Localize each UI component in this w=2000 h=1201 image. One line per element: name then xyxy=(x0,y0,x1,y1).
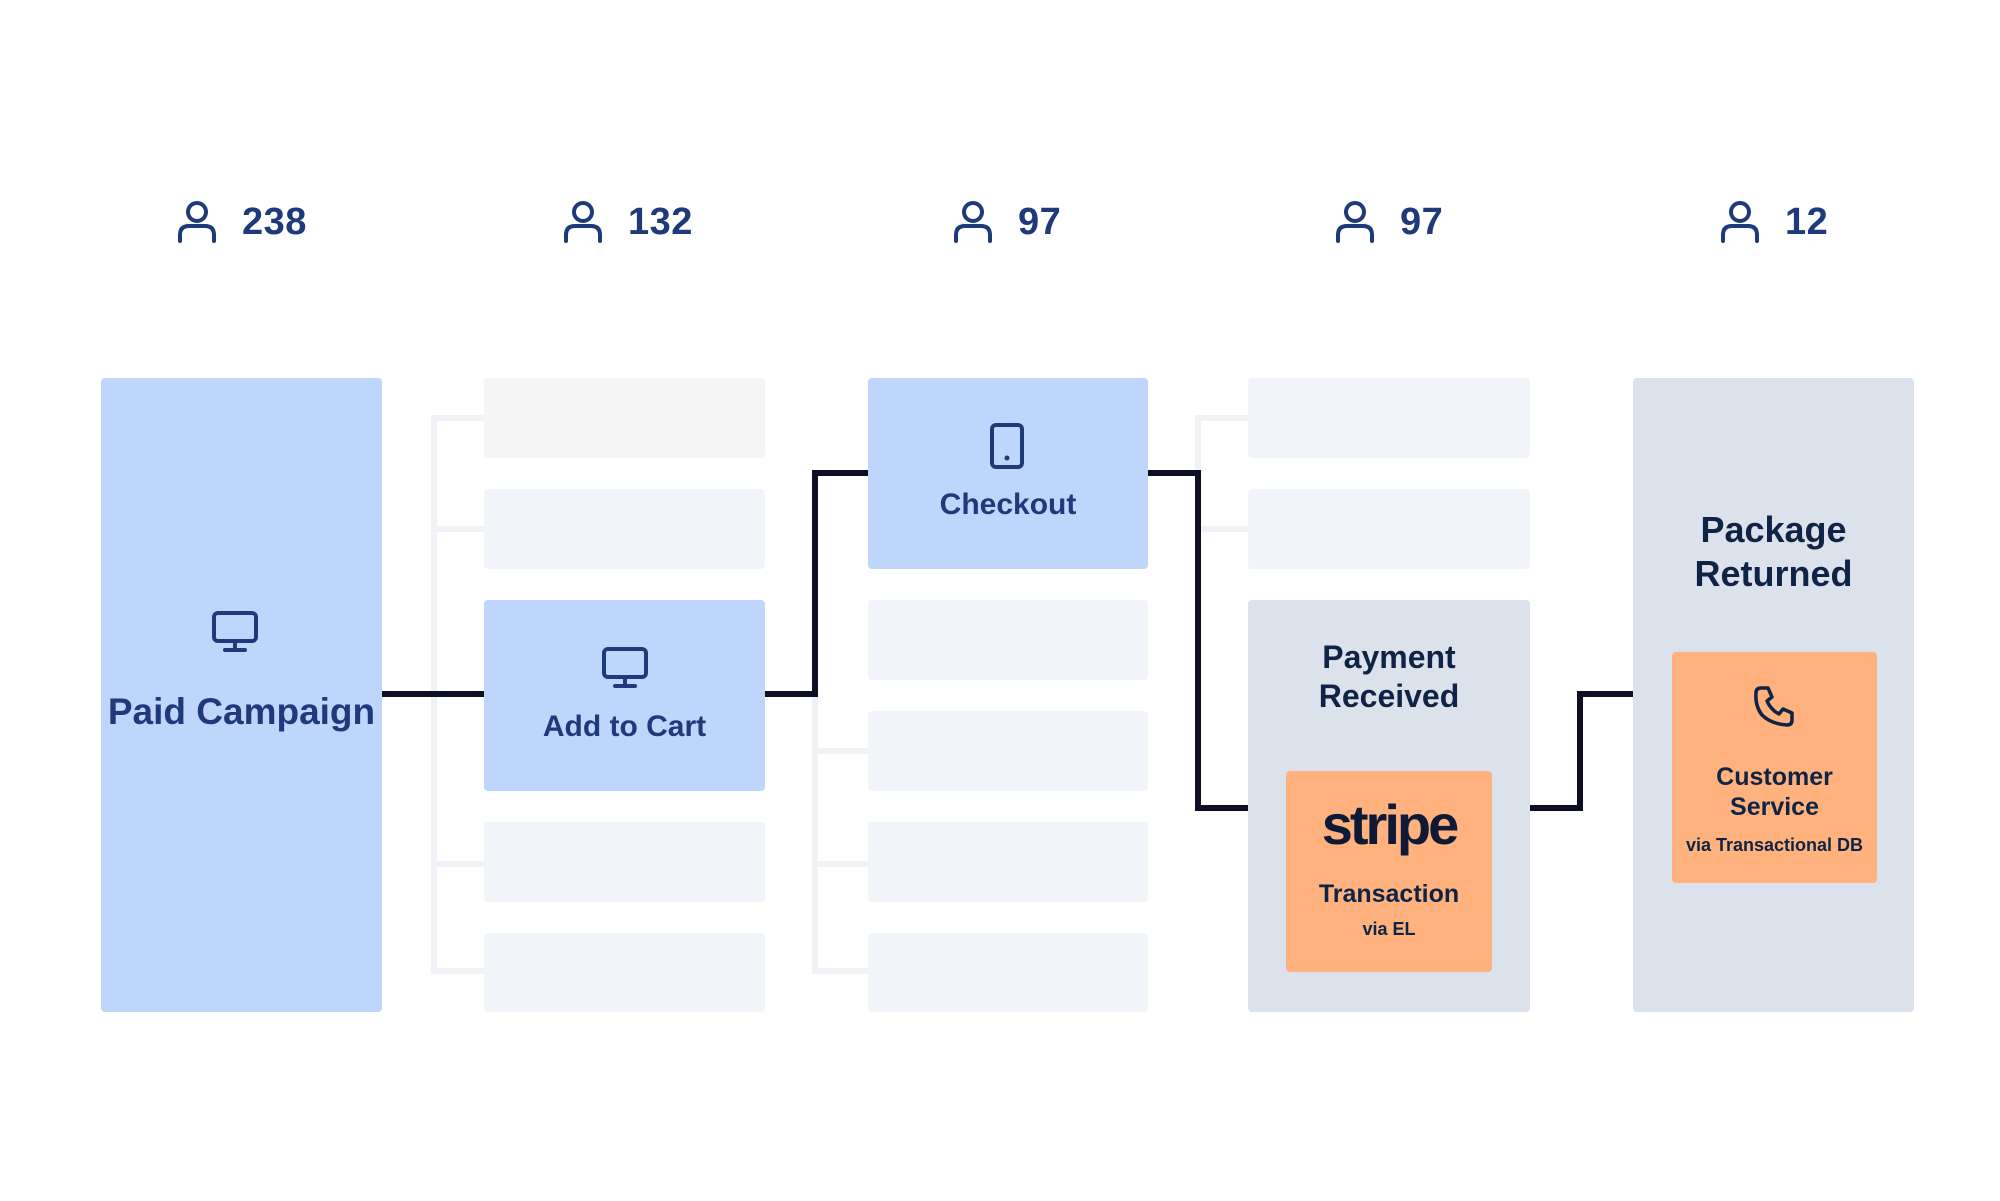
source-card-customer-service: Customer Service via Transactional DB xyxy=(1672,652,1877,883)
ghost-step xyxy=(484,822,765,902)
desktop-icon xyxy=(602,647,648,688)
tablet-icon xyxy=(990,423,1024,469)
ghost-step xyxy=(868,822,1148,902)
count-value: 238 xyxy=(242,200,307,243)
person-icon xyxy=(1721,201,1759,243)
count-value: 97 xyxy=(1400,200,1444,243)
stripe-logo: stripe xyxy=(1321,793,1460,856)
source-title: Transaction xyxy=(1318,880,1460,908)
source-via: via EL xyxy=(1362,919,1416,939)
phone-icon xyxy=(1754,686,1794,727)
stage-label: Paid Campaign xyxy=(107,691,376,732)
count-checkout: 97 xyxy=(948,192,1061,252)
count-value: 12 xyxy=(1785,200,1829,243)
ghost-step xyxy=(484,933,765,1012)
stage-checkout: Checkout xyxy=(868,378,1148,569)
source-via: via Transactional DB xyxy=(1685,835,1864,855)
stage-paid-campaign: Paid Campaign xyxy=(101,378,382,1012)
source-card-stripe: stripe Transaction via EL xyxy=(1286,771,1492,972)
ghost-step xyxy=(868,600,1148,680)
stage-label: Package Returned xyxy=(1694,509,1853,594)
stage-package-returned: Package Returned Customer Service via Tr… xyxy=(1633,378,1914,1012)
ghost-step xyxy=(1248,489,1530,569)
stage-label: Checkout xyxy=(939,488,1077,521)
stage-label: Payment Received xyxy=(1318,639,1460,714)
count-paid-campaign: 238 xyxy=(172,192,307,252)
main-path xyxy=(382,470,1633,811)
count-value: 132 xyxy=(628,200,693,243)
person-icon xyxy=(1336,201,1374,243)
ghost-step xyxy=(868,933,1148,1012)
stage-label: Add to Cart xyxy=(542,710,707,743)
ghost-step xyxy=(868,711,1148,791)
person-icon xyxy=(564,201,602,243)
source-title: Customer Service xyxy=(1716,763,1833,821)
person-icon xyxy=(954,201,992,243)
ghost-step xyxy=(1248,378,1530,458)
stage-payment-received: Payment Received stripe Transaction via … xyxy=(1248,600,1530,1012)
count-package-returned: 12 xyxy=(1715,192,1828,252)
stage-add-to-cart: Add to Cart xyxy=(484,600,765,791)
person-icon xyxy=(178,201,216,243)
count-payment-received: 97 xyxy=(1330,192,1443,252)
desktop-icon xyxy=(212,611,258,652)
count-value: 97 xyxy=(1018,200,1062,243)
ghost-step xyxy=(484,378,765,458)
count-add-to-cart: 132 xyxy=(558,192,693,252)
ghost-step xyxy=(484,489,765,569)
